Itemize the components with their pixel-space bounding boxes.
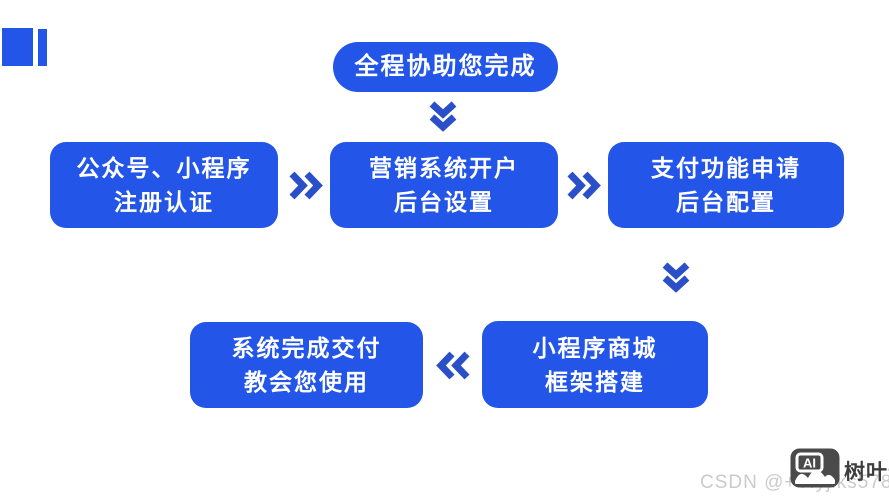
step-line: 系统完成交付 <box>231 335 382 361</box>
flow-step-payment-config: 支付功能申请 后台配置 <box>608 142 844 228</box>
step-line: 公众号、小程序 <box>76 155 252 181</box>
flow-title-node: 全程协助您完成 <box>333 42 558 92</box>
double-chevron-down-icon <box>428 100 458 132</box>
ai-photo-logo-icon: AI <box>790 448 840 493</box>
corner-logo-square <box>2 28 33 66</box>
brand-name-text: 树叶云 <box>844 461 889 484</box>
step-line: 营销系统开户 <box>369 155 519 181</box>
double-chevron-right-icon <box>288 171 323 200</box>
flow-step-delivery-training: 系统完成交付 教会您使用 <box>190 322 423 408</box>
step-line: 后台设置 <box>394 189 494 215</box>
step-line: 支付功能申请 <box>651 155 801 181</box>
flow-step-marketing-setup: 营销系统开户 后台设置 <box>330 142 558 228</box>
flow-step-register: 公众号、小程序 注册认证 <box>50 142 278 228</box>
flow-step-mall-framework: 小程序商城 框架搭建 <box>482 321 708 408</box>
corner-logo-bar <box>38 29 47 66</box>
flow-title-label: 全程协助您完成 <box>354 53 537 80</box>
double-chevron-left-icon <box>436 351 470 380</box>
step-line: 注册认证 <box>114 189 214 215</box>
step-line: 小程序商城 <box>532 334 658 361</box>
step-line: 后台配置 <box>676 189 776 215</box>
double-chevron-down-icon <box>661 261 691 293</box>
step-line: 教会您使用 <box>244 369 369 395</box>
double-chevron-right-icon <box>566 171 601 200</box>
ai-logo-label: AI <box>803 456 816 471</box>
step-line: 框架搭建 <box>545 368 645 395</box>
